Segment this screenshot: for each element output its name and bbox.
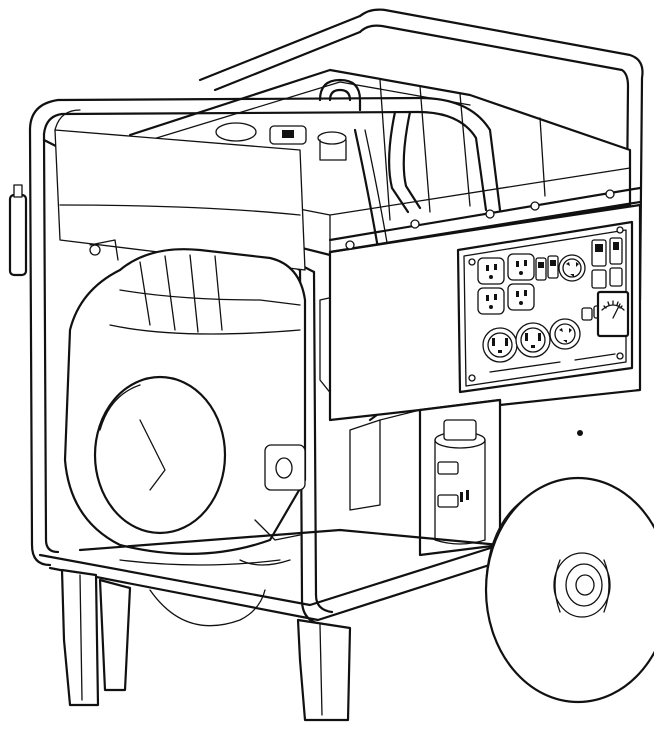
back-panel (54, 109, 306, 271)
base-frame (38, 528, 507, 622)
alternator (349, 398, 583, 557)
voltmeter-icon (596, 290, 630, 338)
control-panel (456, 220, 634, 394)
circuit-breaker-icon (591, 237, 623, 289)
engine (63, 248, 307, 566)
power-outlet-icon (558, 254, 586, 282)
circuit-breaker-icon (535, 255, 559, 281)
rear-wheel-hint (149, 589, 266, 627)
power-outlet-icon (477, 257, 505, 315)
pull-handle (8, 184, 119, 277)
power-outlet-icon (549, 318, 581, 350)
power-outlet-icon (482, 327, 518, 363)
rear-frame (198, 8, 644, 302)
power-outlet-icon (515, 322, 551, 358)
front-feet (60, 568, 352, 722)
lift-hook (318, 78, 362, 112)
wheel-icon (484, 476, 654, 704)
power-outlet-icon (507, 253, 535, 311)
